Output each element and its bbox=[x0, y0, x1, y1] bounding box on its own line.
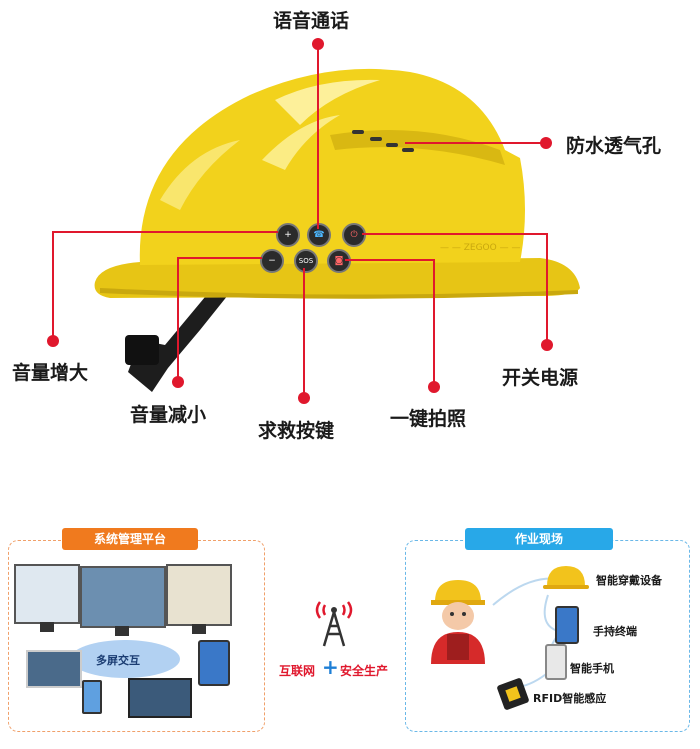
smartphone-icon bbox=[545, 644, 567, 680]
plus-button-icon: + bbox=[276, 223, 300, 247]
site-item-handheld: 手持终端 bbox=[593, 625, 637, 638]
plus-icon: + bbox=[322, 655, 339, 679]
safety-label: 安全生产 bbox=[340, 664, 389, 678]
volup-dot bbox=[47, 335, 59, 347]
site-item-wearable: 智能穿戴设备 bbox=[596, 574, 662, 587]
helmet-illustration: — — ZEGOO — — bbox=[94, 68, 581, 392]
phone-device bbox=[82, 680, 102, 714]
sos-label: 求救按键 bbox=[258, 420, 335, 442]
site-item-smartphone: 智能手机 bbox=[570, 662, 614, 675]
power-dot bbox=[541, 339, 553, 351]
vent-dot bbox=[540, 137, 552, 149]
volume-down-label: 音量减小 bbox=[130, 404, 207, 426]
sos-dot bbox=[298, 392, 310, 404]
monitor-stand-1 bbox=[40, 622, 54, 632]
tablet-device bbox=[198, 640, 230, 686]
multi-screen-label: 多屏交互 bbox=[96, 654, 140, 667]
photo-label: 一键拍照 bbox=[390, 408, 467, 430]
minus-button-icon: − bbox=[260, 249, 284, 273]
power-label: 开关电源 bbox=[502, 367, 579, 389]
internet-label: 互联网 bbox=[279, 664, 316, 678]
voice-call-label: 语音通话 bbox=[273, 10, 350, 32]
phone-button-icon: ☎ bbox=[307, 223, 331, 247]
monitor-left bbox=[14, 564, 80, 624]
multi-screen-arc bbox=[70, 640, 180, 678]
voldown-dot bbox=[172, 376, 184, 388]
voldown-line-h bbox=[177, 257, 262, 259]
monitor-center bbox=[80, 566, 166, 628]
vent-line bbox=[405, 142, 545, 144]
volume-up-label: 音量增大 bbox=[12, 362, 89, 384]
voice-line bbox=[317, 44, 319, 229]
photo-line-h bbox=[345, 259, 435, 261]
vent-label: 防水透气孔 bbox=[566, 135, 662, 157]
photo-dot bbox=[428, 381, 440, 393]
handheld-icon bbox=[555, 606, 579, 644]
site-item-rfid: RFID智能感应 bbox=[533, 692, 607, 705]
monitor-stand-2 bbox=[115, 626, 129, 636]
worker-icon bbox=[431, 580, 485, 664]
power-button-icon: ⏻ bbox=[342, 223, 366, 247]
photo-line-v bbox=[433, 259, 435, 387]
smart-helmet-icon bbox=[543, 566, 589, 589]
volup-line-v bbox=[52, 231, 54, 341]
volup-line-h bbox=[52, 231, 278, 233]
sos-button-icon: SOS bbox=[294, 249, 318, 273]
signal-tower-icon bbox=[315, 601, 353, 647]
monitor-stand-3 bbox=[192, 624, 206, 634]
camera-button-icon: ◙ bbox=[327, 249, 351, 273]
platform-title: 系统管理平台 bbox=[62, 528, 198, 550]
monitor-right bbox=[166, 564, 232, 626]
site-title: 作业现场 bbox=[465, 528, 613, 550]
voldown-line-v bbox=[177, 257, 179, 382]
tv-screen bbox=[128, 678, 192, 718]
power-line-v bbox=[546, 233, 548, 345]
voice-dot bbox=[312, 38, 324, 50]
brim-brand-text: — — ZEGOO — — bbox=[440, 243, 520, 253]
power-line-h bbox=[362, 233, 548, 235]
sos-line bbox=[303, 268, 305, 398]
laptop bbox=[26, 650, 82, 688]
